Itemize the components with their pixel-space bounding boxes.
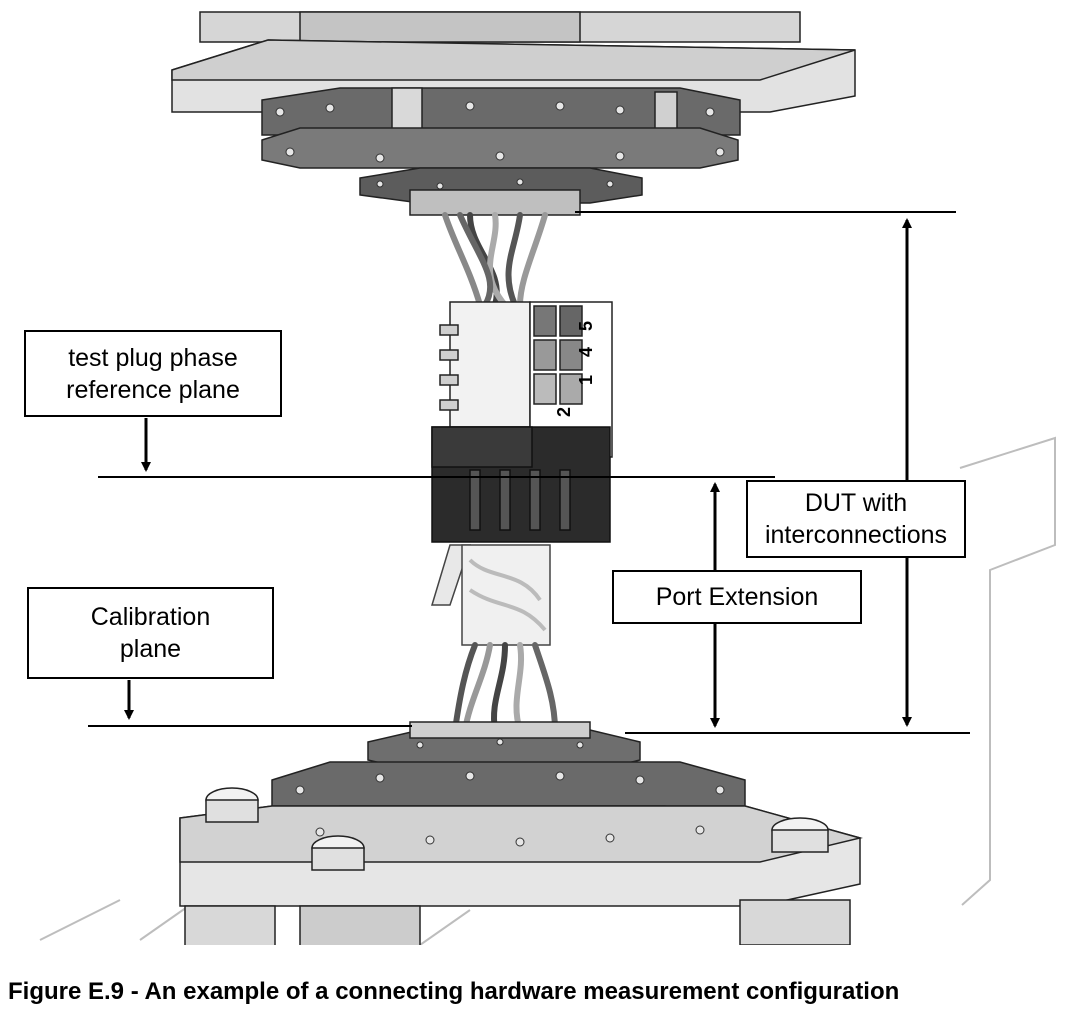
port-extension-label: Port Extension (612, 570, 862, 624)
hardware-illustration: 5 4 1 2 B A (39, 11, 1056, 945)
dut-with-interconnections-label: DUT with interconnections (746, 480, 966, 558)
lower-fixture (179, 721, 863, 945)
calibration-plane-label: Calibration plane (27, 587, 274, 679)
background-outline (39, 436, 1056, 945)
pin-label-4: 4 (576, 347, 596, 357)
reference-lines (88, 211, 970, 734)
pin-label-1: 1 (576, 375, 596, 385)
figure-caption: Figure E.9 - An example of a connecting … (8, 978, 900, 1005)
test-plug-phase-reference-plane-label: test plug phase reference plane (24, 330, 282, 417)
pin-label-2: 2 (554, 407, 574, 417)
upper-wires (442, 212, 548, 308)
lower-wires (452, 642, 558, 733)
jack-housing (431, 426, 611, 543)
lower-plug (430, 544, 551, 646)
upper-fixture (171, 11, 856, 216)
pin-label-5: 5 (576, 321, 596, 331)
lower-fixture-screws (295, 738, 725, 847)
upper-fixture-screws (275, 101, 725, 190)
